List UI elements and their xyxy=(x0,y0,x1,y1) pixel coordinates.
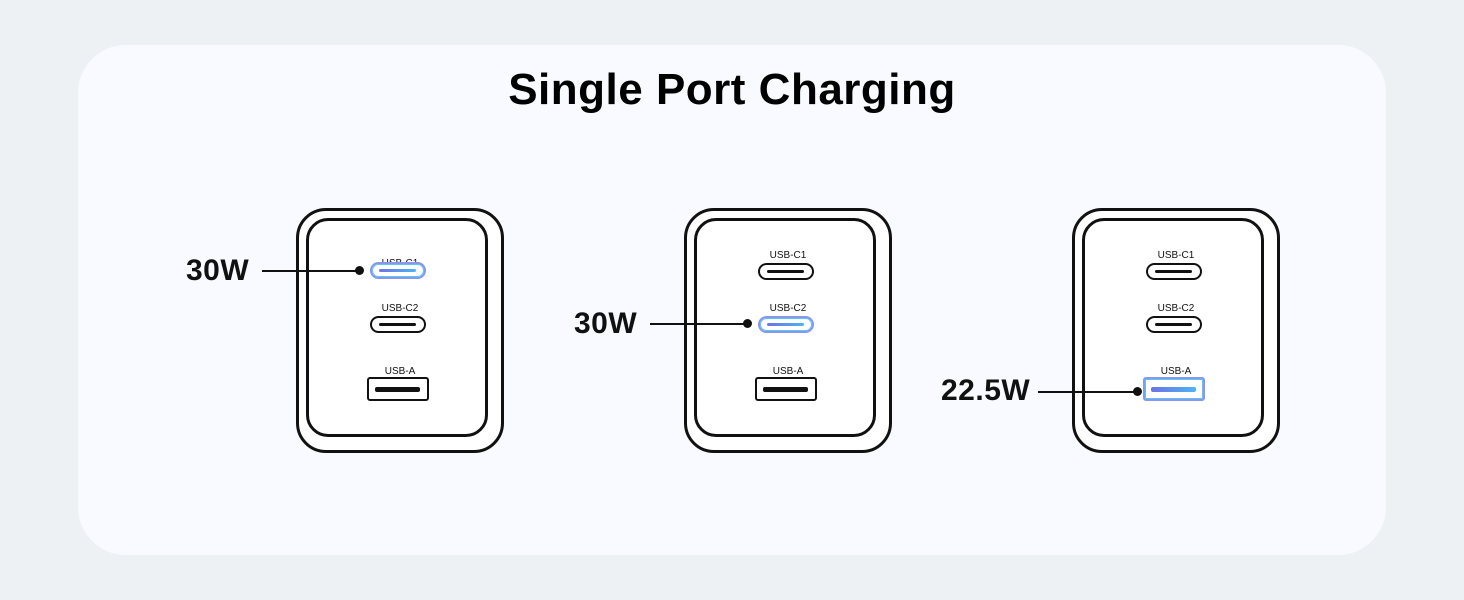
port-label-usb-c1: USB-C1 xyxy=(1157,250,1195,261)
usb-c2-port-icon xyxy=(758,316,814,333)
port-label-usb-c2: USB-C2 xyxy=(381,303,419,314)
usb-c1-port-icon xyxy=(1146,263,1202,280)
leader-dot-icon xyxy=(1133,387,1142,396)
charger-1: USB-C1 USB-C2 USB-A xyxy=(296,208,504,453)
leader-line-icon xyxy=(1038,391,1138,393)
power-label-charger-3: 22.5W xyxy=(941,374,1031,407)
leader-line-icon xyxy=(650,323,748,325)
usb-c1-port-icon xyxy=(758,263,814,280)
leader-dot-icon xyxy=(743,319,752,328)
leader-dot-icon xyxy=(355,266,364,275)
port-label-usb-a: USB-A xyxy=(384,366,416,377)
port-label-usb-a: USB-A xyxy=(772,366,804,377)
power-label-charger-2: 30W xyxy=(574,307,638,340)
port-label-usb-c2: USB-C2 xyxy=(769,303,807,314)
port-label-usb-a: USB-A xyxy=(1160,366,1192,377)
port-label-usb-c1: USB-C1 xyxy=(769,250,807,261)
charger-3: USB-C1 USB-C2 USB-A xyxy=(1072,208,1280,453)
charger-2: USB-C1 USB-C2 USB-A xyxy=(684,208,892,453)
leader-line-icon xyxy=(262,270,360,272)
port-label-usb-c2: USB-C2 xyxy=(1157,303,1195,314)
usb-c1-port-icon xyxy=(370,262,426,279)
usb-a-port-icon xyxy=(755,377,817,401)
page-title: Single Port Charging xyxy=(508,65,956,114)
usb-a-port-icon xyxy=(1143,377,1205,401)
usb-a-port-icon xyxy=(367,377,429,401)
usb-c2-port-icon xyxy=(1146,316,1202,333)
usb-c2-port-icon xyxy=(370,316,426,333)
power-label-charger-1: 30W xyxy=(186,254,250,287)
